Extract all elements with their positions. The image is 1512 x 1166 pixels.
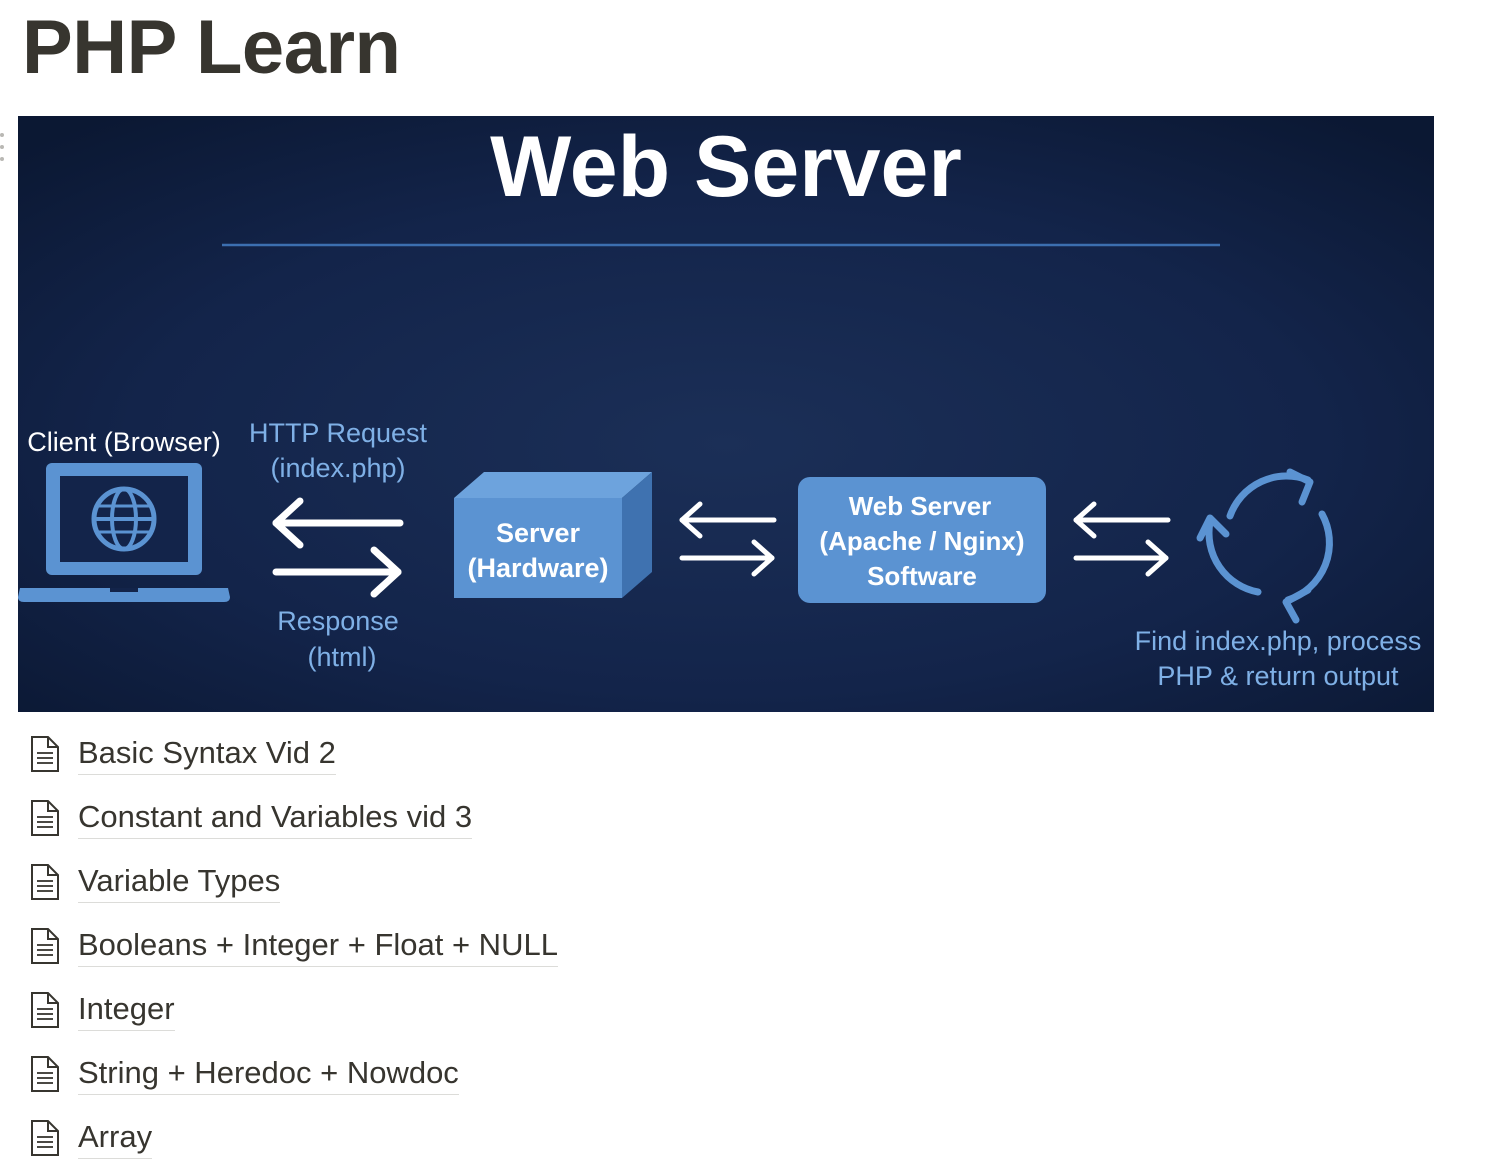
page-title[interactable]: PHP Learn [22, 5, 401, 90]
diagram-background [18, 116, 1434, 712]
request-response-arrows-icon [272, 497, 404, 598]
subpage-link[interactable]: Constant and Variables vid 3 [26, 792, 558, 856]
subpage-link-label[interactable]: Integer [78, 989, 175, 1031]
request-label-line1: HTTP Request [249, 418, 428, 448]
response-label-line1: Response [277, 606, 399, 636]
server-label-line2: (Hardware) [467, 553, 608, 583]
response-label-line2: (html) [308, 642, 377, 672]
subpage-link-label[interactable]: Array [78, 1117, 153, 1159]
web-server-diagram-image[interactable]: Web Server Client (Browser) HTTP Request… [18, 116, 1434, 712]
webserver-label-line3: Software [867, 561, 977, 591]
subpage-link[interactable]: Basic Syntax Vid 2 [26, 728, 558, 792]
subpage-link[interactable]: Variable Types [26, 856, 558, 920]
subpage-link[interactable]: String + Heredoc + Nowdoc [26, 1048, 558, 1112]
webserver-label-line2: (Apache / Nginx) [819, 526, 1024, 556]
diagram-title: Web Server [490, 119, 962, 215]
drag-handle-icon[interactable] [0, 133, 6, 161]
page-icon [31, 736, 59, 772]
request-label-line2: (index.php) [270, 453, 405, 483]
diagram-svg: Web Server Client (Browser) HTTP Request… [18, 116, 1434, 712]
page-icon [31, 992, 59, 1028]
laptop-globe-icon [18, 463, 230, 602]
server-box-icon [454, 472, 652, 598]
subpage-list: Basic Syntax Vid 2 Constant and Variable… [26, 728, 558, 1166]
page-icon [31, 864, 59, 900]
subpage-link-label[interactable]: Constant and Variables vid 3 [78, 797, 473, 839]
page-icon [31, 1056, 59, 1092]
subpage-link[interactable]: Booleans + Integer + Float + NULL [26, 920, 558, 984]
subpage-link[interactable]: Array [26, 1112, 558, 1166]
subpage-link[interactable]: Integer [26, 984, 558, 1048]
server-label-line1: Server [496, 518, 581, 548]
subpage-link-label[interactable]: Booleans + Integer + Float + NULL [78, 925, 558, 967]
subpage-link-label[interactable]: Basic Syntax Vid 2 [78, 733, 336, 775]
page-icon [31, 1120, 59, 1156]
subpage-link-label[interactable]: String + Heredoc + Nowdoc [78, 1053, 459, 1095]
refresh-cycle-icon [1196, 468, 1333, 624]
process-label-line2: PHP & return output [1157, 661, 1399, 691]
webserver-label-line1: Web Server [849, 491, 992, 521]
page-icon [31, 800, 59, 836]
process-label-line1: Find index.php, process [1135, 626, 1422, 656]
webserver-process-arrows-icon [1073, 501, 1171, 577]
page-icon [31, 928, 59, 964]
web-server-box [798, 477, 1046, 603]
client-label: Client (Browser) [27, 427, 221, 457]
subpage-link-label[interactable]: Variable Types [78, 861, 281, 903]
server-webserver-arrows-icon [679, 501, 777, 577]
